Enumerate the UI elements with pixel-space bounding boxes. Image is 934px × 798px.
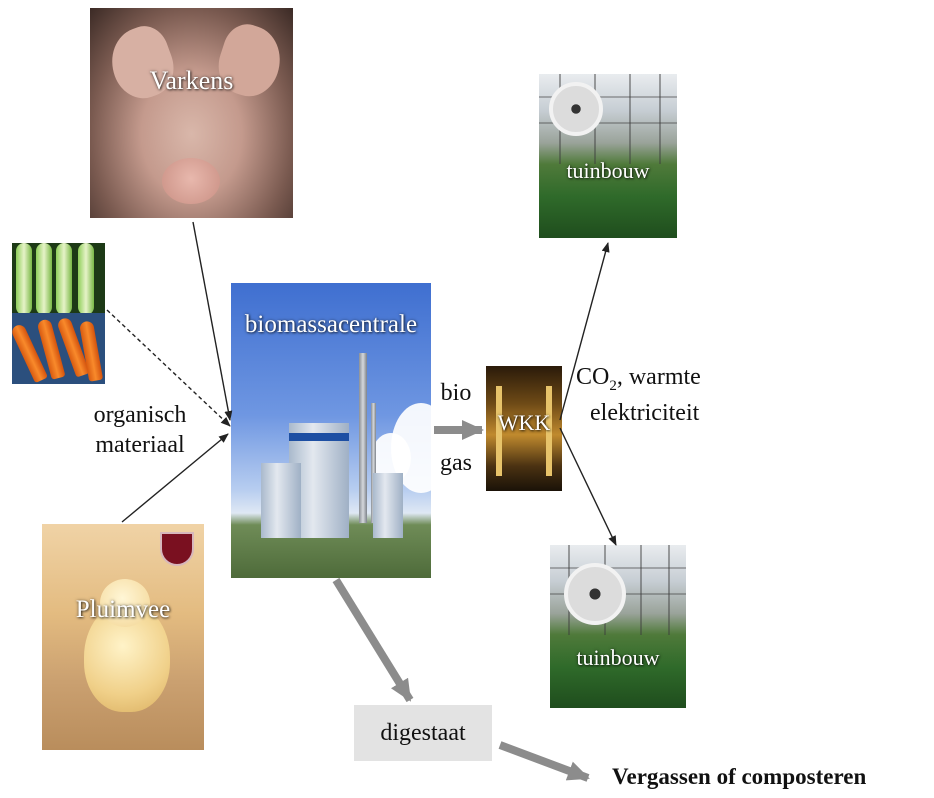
vegetables-photo: [12, 243, 105, 384]
poultry-photo: Pluimvee: [42, 524, 204, 750]
greenhouse-beam: [629, 74, 631, 165]
greenhouse-crossbeam: [539, 122, 677, 124]
greenhouse-top-photo: tuinbouw: [539, 74, 677, 238]
wkk-pipe: [496, 386, 502, 476]
arrow-plant-to-digestate: [332, 577, 414, 703]
biomass-plant-photo: biomassacentrale: [231, 283, 431, 578]
arrow-pig-to-plant: [192, 221, 233, 421]
organic-material-label: organisch materiaal: [70, 400, 210, 460]
digestate-box: digestaat: [354, 705, 492, 761]
chimney: [371, 403, 376, 523]
wkk-photo: WKK: [486, 366, 562, 491]
wkk-label: WKK: [497, 410, 551, 435]
organic-material-line1: organisch: [93, 402, 187, 428]
gasify-compost-label: Vergassen of composteren: [612, 764, 867, 789]
fan-icon: [564, 563, 626, 625]
building-stripe: [289, 433, 349, 441]
greenhouse-top-label: tuinbouw: [566, 158, 650, 183]
leek: [16, 243, 32, 315]
co2-subscript: 2: [609, 377, 617, 394]
plant-building: [261, 463, 301, 538]
co2-heat-label: CO2, warmte: [576, 362, 726, 401]
fan-icon: [549, 82, 603, 136]
greenhouse-beam: [668, 545, 670, 635]
arrow-digestate-to-composting: [498, 741, 590, 782]
arrow-wkk-to-greenhouse-bottom: [559, 427, 617, 546]
arrow-wkk-to-greenhouse-top: [559, 242, 610, 421]
chick-head: [100, 579, 150, 627]
leek: [78, 243, 94, 315]
leek: [36, 243, 52, 315]
arrow-vegetables-to-plant: [106, 309, 231, 427]
co2-prefix: CO: [576, 364, 610, 390]
biogas-label-top: bio: [440, 380, 472, 406]
wkk-pipe: [546, 386, 552, 476]
chimney: [359, 353, 367, 523]
biogas-label-bottom: gas: [440, 450, 472, 476]
greenhouse-crossbeam: [539, 96, 677, 98]
wine-glass-icon: [160, 532, 194, 566]
greenhouse-crossbeam: [550, 567, 686, 569]
greenhouse-bottom-label: tuinbouw: [576, 645, 660, 670]
co2-suffix: , warmte: [616, 364, 701, 390]
plant-building: [373, 473, 403, 538]
greenhouse-beam: [659, 74, 661, 165]
pig-snout: [162, 158, 220, 204]
arrow-poultry-to-plant: [121, 433, 229, 523]
plant-label: biomassacentrale: [244, 311, 418, 338]
digestate-label: digestaat: [380, 720, 466, 746]
electricity-label: elektriciteit: [590, 400, 700, 426]
leek: [56, 243, 72, 315]
pig-photo: Varkens: [90, 8, 293, 218]
greenhouse-bottom-photo: tuinbouw: [550, 545, 686, 708]
greenhouse-beam: [640, 545, 642, 635]
poultry-label: Pluimvee: [75, 596, 171, 623]
organic-material-line2: materiaal: [95, 432, 185, 458]
pig-label: Varkens: [149, 66, 234, 95]
